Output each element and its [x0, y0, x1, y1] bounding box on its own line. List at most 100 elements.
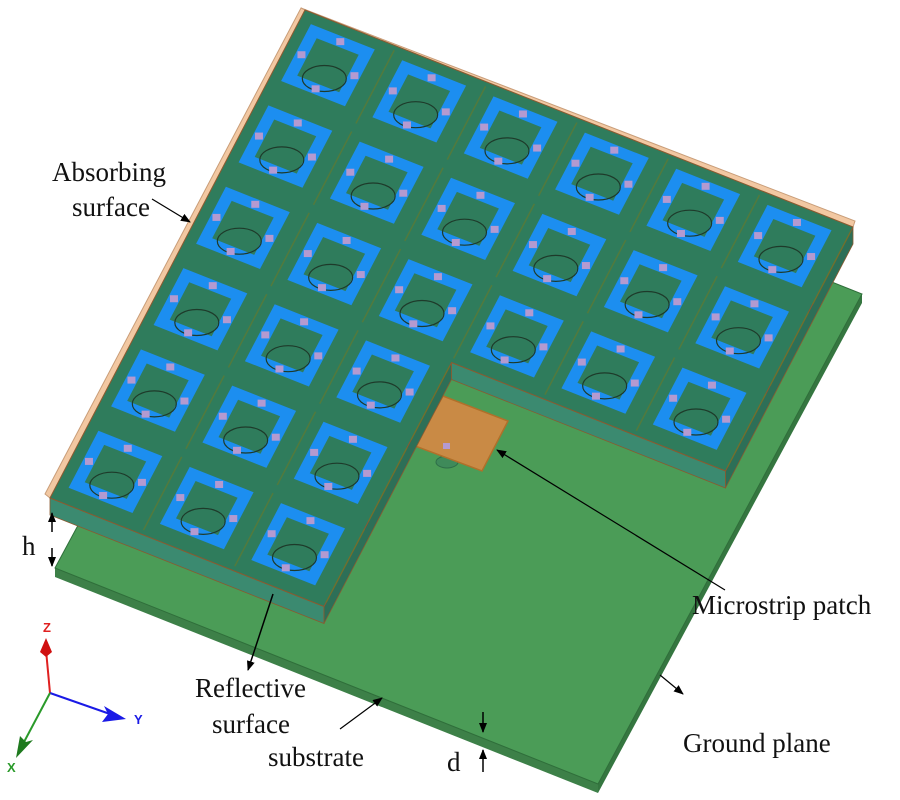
microstrip-arrow — [496, 449, 726, 591]
lumped-resistor — [673, 298, 682, 306]
unit-cell — [737, 204, 852, 305]
unit-cell — [372, 60, 487, 160]
unit-cell — [652, 367, 767, 468]
unit-cell — [646, 168, 761, 269]
lumped-resistor — [222, 316, 231, 324]
lumped-resistor — [451, 238, 460, 246]
lumped-resistor — [215, 480, 224, 488]
circular-slot — [582, 372, 628, 400]
unit-cell — [329, 141, 444, 242]
circular-slot — [271, 543, 318, 572]
lumped-resistor — [324, 482, 333, 490]
ground-plane-side-right — [598, 294, 862, 793]
lumped-resistor — [127, 376, 136, 384]
circular-slot — [575, 173, 621, 201]
cell-gap — [319, 330, 359, 404]
lumped-resistor — [490, 225, 499, 233]
circular-slot — [484, 137, 530, 165]
lumped-resistor — [208, 282, 217, 290]
cell-gap — [404, 167, 444, 242]
y-label: Y — [134, 712, 143, 727]
cell-gap — [270, 212, 310, 287]
ring-resonator — [646, 168, 741, 251]
unit-cell — [561, 331, 676, 432]
label-absorbing-surface: surface — [72, 192, 150, 222]
lumped-resistor — [391, 354, 400, 362]
lumped-resistor — [764, 334, 773, 342]
ring-resonator — [463, 96, 558, 179]
cell-gap — [629, 158, 669, 233]
ring-resonator — [695, 286, 789, 369]
cell-gap — [720, 194, 761, 269]
cell-gap — [586, 239, 627, 314]
circular-slot — [308, 263, 354, 291]
ring-resonator — [244, 304, 339, 387]
lumped-resistor — [399, 189, 408, 197]
circular-slot — [89, 471, 135, 499]
label-h: h — [22, 531, 36, 561]
x-axis — [23, 692, 51, 743]
lumped-resistor — [581, 262, 590, 270]
lumped-resistor — [385, 155, 394, 163]
circular-slot — [399, 299, 445, 328]
unit-cell — [238, 105, 353, 206]
z-label: Z — [43, 620, 51, 635]
lumped-resistor — [634, 311, 643, 319]
circular-slot — [259, 146, 305, 174]
circular-slot — [314, 462, 360, 490]
label-reflective-surface: surface — [212, 709, 290, 739]
cell-gap — [355, 49, 395, 124]
lumped-resistor — [232, 446, 241, 454]
circular-slot — [441, 218, 488, 246]
unit-cell — [463, 96, 578, 197]
ring-resonator — [111, 349, 205, 432]
ring-resonator — [652, 367, 747, 450]
lumped-resistor — [352, 367, 361, 375]
lumped-resistor — [303, 250, 312, 258]
lumped-resistor — [480, 123, 489, 131]
unit-cell — [196, 186, 310, 287]
lumped-resistor — [310, 448, 319, 456]
unit-cell — [68, 430, 183, 531]
circular-slot — [301, 64, 347, 93]
lumped-resistor — [476, 191, 485, 199]
ring-resonator — [603, 250, 698, 333]
lumped-resistor — [616, 345, 625, 353]
lumped-resistor — [366, 401, 375, 409]
circular-slot — [393, 101, 439, 129]
label-reflective: Reflective — [195, 673, 306, 703]
unit-cell — [421, 177, 536, 278]
ring-resonator — [737, 204, 832, 288]
lumped-resistor — [300, 318, 309, 326]
circular-slot — [533, 254, 579, 282]
ring-resonator — [561, 331, 656, 414]
ground-arrow — [659, 674, 684, 695]
ring-resonator — [421, 177, 515, 260]
z-axis — [45, 649, 51, 694]
cell-gap — [537, 122, 578, 197]
substrate-arrow — [339, 697, 383, 730]
axis-triad: Z Y X — [7, 620, 143, 775]
lumped-resistor — [662, 195, 671, 203]
unit-cell — [159, 466, 274, 567]
x-arrow-icon — [16, 736, 33, 758]
lumped-resistor — [610, 146, 619, 154]
lumped-resistor — [669, 394, 678, 402]
lumped-resistor — [218, 412, 227, 420]
lumped-resistor — [356, 271, 365, 279]
lumped-resistor — [123, 444, 132, 452]
unit-cell — [251, 503, 366, 603]
circular-slot — [758, 245, 804, 273]
unit-cell — [153, 268, 268, 368]
feed-point — [443, 443, 450, 449]
lumped-resistor — [350, 72, 359, 80]
lumped-resistor — [539, 343, 548, 351]
circular-slot — [490, 336, 536, 364]
ring-resonator — [238, 105, 333, 188]
ring-resonator — [287, 222, 382, 306]
lumped-resistor — [659, 264, 668, 272]
ring-resonator — [555, 132, 649, 215]
lumped-resistor — [363, 469, 372, 477]
lumped-resistor — [317, 284, 326, 292]
